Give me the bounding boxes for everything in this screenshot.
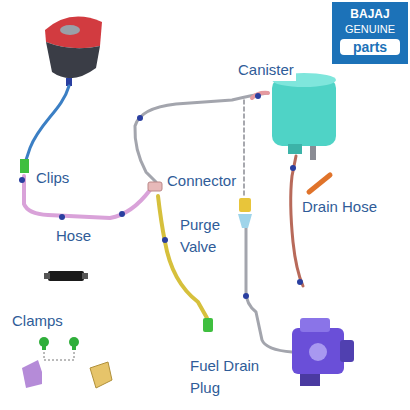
fuel-drain-plug xyxy=(203,318,213,332)
part-name: Purge Valve xyxy=(178,214,238,258)
carburettor xyxy=(292,318,354,386)
brand-logo: BAJAJGENUINE parts xyxy=(332,2,408,64)
part-name: Clips xyxy=(34,167,71,189)
fuel-tank xyxy=(45,17,102,86)
hose-clip xyxy=(44,271,88,281)
part-name: Connector xyxy=(165,170,238,192)
part-name: Canister xyxy=(236,59,296,81)
connector xyxy=(148,182,162,191)
purge-valve xyxy=(238,198,252,228)
part-name: Fuel Drain Plug xyxy=(188,355,290,399)
brand-text: BAJAJ xyxy=(332,2,408,21)
part-name: Clamps xyxy=(10,310,65,332)
canister xyxy=(272,73,336,160)
clamps xyxy=(22,337,112,388)
part-name: Drain Hose xyxy=(300,196,379,218)
part-name: Hose xyxy=(54,225,93,247)
brand-text: parts xyxy=(340,39,400,56)
hose-clips xyxy=(19,93,303,299)
brand-text: GENUINE xyxy=(332,21,408,36)
